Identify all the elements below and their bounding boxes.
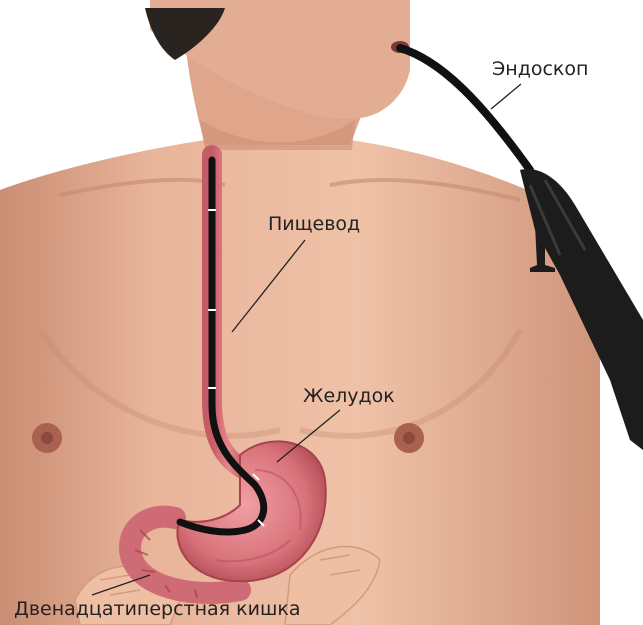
label-endoscope: Эндоскоп xyxy=(492,58,588,80)
label-stomach: Желудок xyxy=(303,385,395,407)
label-duodenum: Двенадцатиперстная кишка xyxy=(14,598,300,620)
label-esophagus: Пищевод xyxy=(268,213,360,235)
